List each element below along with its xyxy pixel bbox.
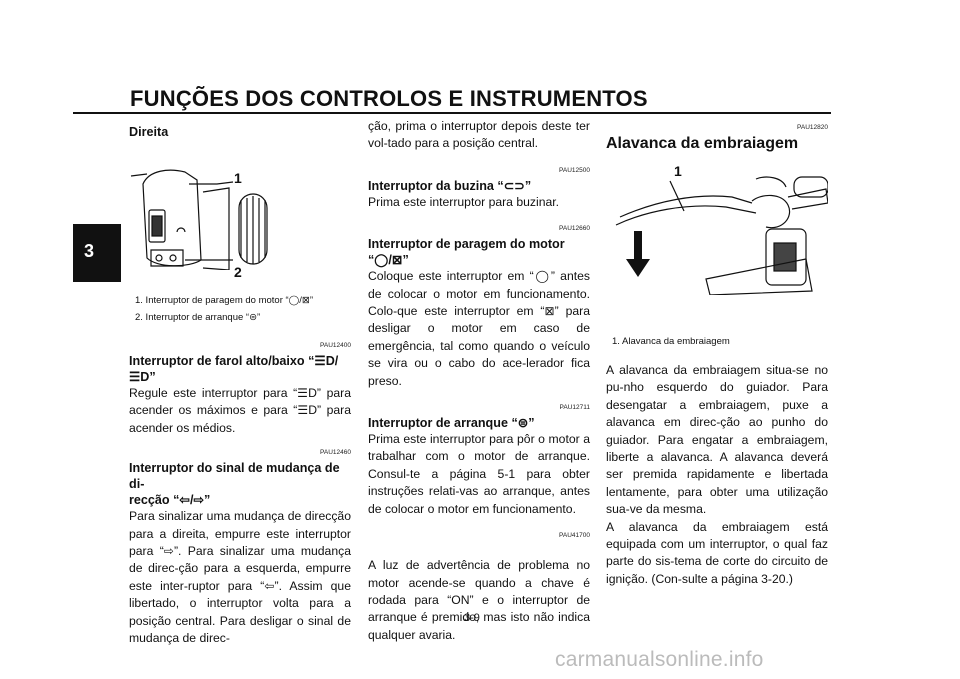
- section-code: PAU12460: [320, 449, 351, 457]
- page-number: 3-9: [464, 612, 480, 624]
- right-handlebar-illustration: [130, 169, 268, 271]
- section-body-headlight-switch: Regule este interruptor para “☰D” para a…: [129, 386, 351, 435]
- chapter-tab: [73, 224, 121, 282]
- section-title-engine-stop: Interruptor de paragem do motor: [368, 237, 565, 252]
- section-title-engine-stop-line2: “◯/⊠”: [368, 253, 409, 268]
- watermark: carmanualsonline.info: [555, 648, 764, 671]
- figure-caption-1: 1. Interruptor de paragem do motor “◯/⊠”: [135, 295, 314, 306]
- section-body-start-switch: Prima este interruptor para pôr o motor …: [368, 432, 590, 516]
- section-body-clutch-2: A alavanca da embraiagem está equipada c…: [606, 519, 828, 586]
- section-body-warning-light: A luz de advertência de problema no moto…: [368, 558, 590, 642]
- section-title-horn: Interruptor da buzina “⊂⊃”: [368, 178, 532, 193]
- callout-1: 1: [234, 170, 242, 186]
- section-title-turn-signal-line2: recção “⇦/⇨”: [129, 493, 211, 508]
- section-heading-direita: Direita: [129, 125, 169, 139]
- section-title-turn-signal: Interruptor do sinal de mudança de di-: [129, 461, 340, 492]
- page-header-title: FUNÇÕES DOS CONTROLOS E INSTRUMENTOS: [130, 86, 648, 111]
- section-code: PAU12820: [797, 124, 828, 131]
- right-handlebar-figure: 1 2: [129, 140, 351, 280]
- section-body-clutch-1: A alavanca da embraiagem situa-se no pu-…: [606, 363, 828, 517]
- chapter-tab-number: 3: [84, 241, 95, 261]
- section-body-turn-signal: Para sinalizar uma mudança de direcção p…: [129, 509, 351, 646]
- callout-1: 1: [674, 163, 682, 179]
- section-code: PAU41700: [559, 532, 590, 540]
- callout-2: 2: [234, 264, 242, 280]
- clutch-lever-figure: 1: [606, 159, 829, 296]
- section-code: PAU12400: [320, 342, 351, 349]
- clutch-lever-illustration: [615, 176, 829, 296]
- section-body-horn: Prima este interruptor para buzinar.: [368, 194, 560, 209]
- section-code: PAU12711: [559, 404, 590, 412]
- section-body-engine-stop: Coloque este interruptor em “◯” antes de…: [368, 269, 590, 388]
- section-title-start-switch: Interruptor de arranque “⊜”: [368, 416, 535, 431]
- column-3: PAU12820 Alavanca da embraiagem 1 1. Ala…: [606, 118, 829, 588]
- section-code: PAU12660: [559, 225, 590, 233]
- figure-caption-clutch: 1. Alavanca da embraiagem: [612, 336, 730, 347]
- section-code: PAU12500: [559, 166, 590, 174]
- section-title-headlight-switch: Interruptor de farol alto/baixo “☰D/☰D”: [129, 354, 339, 384]
- section-title-clutch-lever: Alavanca da embraiagem: [606, 135, 799, 152]
- continued-text: ção, prima o interruptor depois deste te…: [368, 119, 590, 151]
- column-2: ção, prima o interruptor depois deste te…: [368, 118, 590, 644]
- column-1: Direita 1 2 1. Interruptor de paragem d: [129, 118, 351, 647]
- header-rule: [73, 112, 831, 114]
- figure-caption-2: 2. Interruptor de arranque “⊜”: [135, 312, 261, 323]
